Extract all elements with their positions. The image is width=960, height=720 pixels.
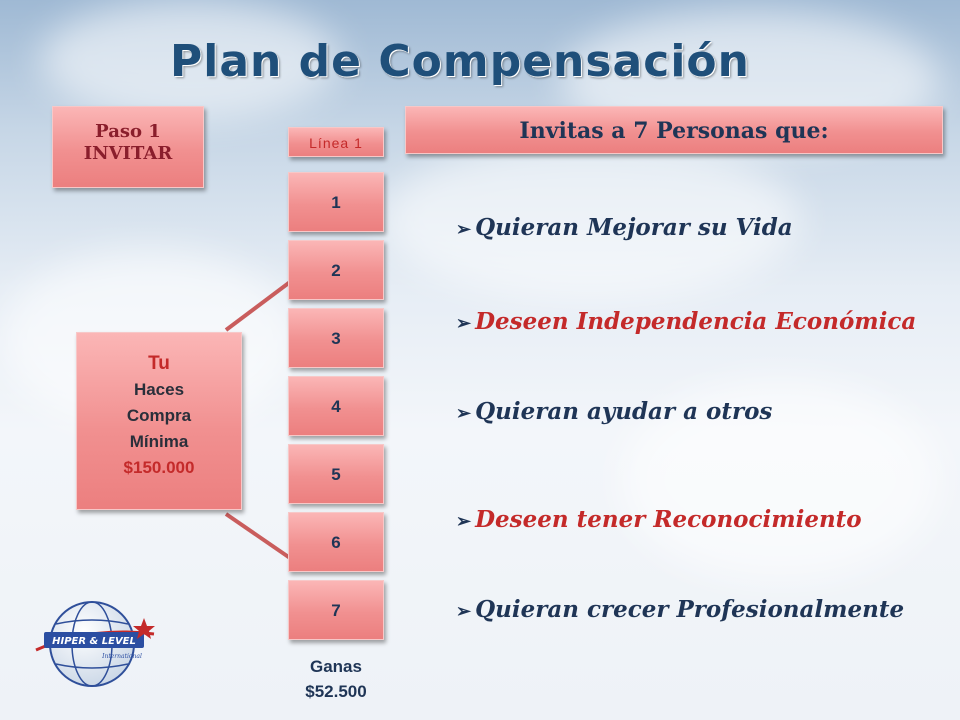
logo-sub: International (101, 653, 142, 660)
line-box-4: 4 (288, 376, 384, 436)
tu-line2: Compra (126, 406, 192, 425)
arrow-bullet-icon: ➢ (456, 219, 472, 240)
bullet-text: Deseen Independencia Económica (475, 308, 917, 335)
bullet-text: Deseen tener Reconocimiento (475, 506, 862, 533)
connector-line-top (224, 280, 292, 332)
arrow-bullet-icon: ➢ (456, 511, 472, 532)
line-box-6: 6 (288, 512, 384, 572)
arrow-bullet-icon: ➢ (456, 601, 472, 622)
cloud (620, 380, 940, 580)
ganas-amount: $52.500 (305, 682, 367, 701)
line-box-3: 3 (288, 308, 384, 368)
cloud (40, 0, 340, 120)
bullet-item: ➢Quieran crecer Profesionalmente (456, 596, 904, 623)
tu-box: Tu Haces Compra Mínima $150.000 (76, 332, 242, 510)
bullet-text: Quieran ayudar a otros (475, 398, 773, 425)
tu-line1: Haces (133, 380, 185, 399)
arrow-bullet-icon: ➢ (456, 313, 472, 334)
line-box-2: 2 (288, 240, 384, 300)
ganas-text: Ganas $52.500 (272, 654, 400, 704)
paso-line1: Paso 1 (95, 121, 161, 142)
line-box-5: 5 (288, 444, 384, 504)
bullet-item: ➢Deseen Independencia Económica (456, 308, 916, 335)
star-icon (133, 618, 155, 639)
invitas-title: Invitas a 7 Personas que: (405, 106, 943, 154)
bullet-item: ➢Quieran ayudar a otros (456, 398, 772, 425)
logo-brand: HIPER & LEVEL (52, 636, 136, 647)
tu-line3: Mínima (129, 432, 189, 451)
cloud (380, 140, 800, 300)
line-box-1: 1 (288, 172, 384, 232)
connector-line-bottom (224, 512, 292, 560)
bullet-item: ➢Quieran Mejorar su Vida (456, 214, 793, 241)
line-box-7: 7 (288, 580, 384, 640)
bullet-text: Quieran Mejorar su Vida (475, 214, 793, 241)
linea-label: Línea 1 (288, 127, 384, 157)
page-title: Plan de Compensación (170, 36, 750, 87)
tu-price: $150.000 (123, 458, 195, 477)
bullet-text: Quieran crecer Profesionalmente (475, 596, 905, 623)
arrow-bullet-icon: ➢ (456, 403, 472, 424)
paso-line2: INVITAR (83, 143, 173, 164)
bullet-item: ➢Deseen tener Reconocimiento (456, 506, 862, 533)
ganas-label: Ganas (310, 657, 362, 676)
paso-box: Paso 1 INVITAR (52, 106, 204, 188)
tu-label: Tu (148, 353, 170, 374)
hiper-level-logo: HIPER & LEVEL International (35, 601, 155, 687)
